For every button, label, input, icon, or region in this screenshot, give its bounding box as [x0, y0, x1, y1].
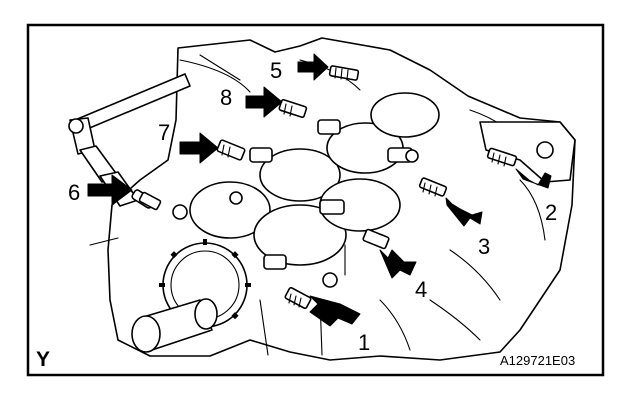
callout-7: 7	[158, 120, 170, 145]
engine-illustration	[68, 37, 576, 361]
arrow-6	[87, 174, 133, 206]
callout-2: 2	[545, 200, 557, 225]
arrow-5	[297, 53, 329, 81]
callout-4: 4	[415, 277, 427, 302]
callout-1: 1	[358, 330, 370, 355]
arrow-1	[309, 295, 361, 327]
arrow-8	[245, 86, 283, 118]
view-letter: Y	[36, 348, 50, 371]
callout-arrows	[87, 53, 552, 327]
arrow-4	[379, 249, 417, 279]
callout-3: 3	[478, 234, 490, 259]
figure-code: A129721E03	[500, 353, 575, 368]
arrow-2	[515, 168, 552, 189]
callout-5: 5	[270, 58, 282, 83]
arrow-7	[179, 132, 219, 164]
callout-6: 6	[68, 180, 80, 205]
callout-labels: 1 2 3 4 5 6 7 8	[68, 58, 557, 355]
callout-8: 8	[220, 85, 232, 110]
arrow-3	[445, 197, 483, 227]
figure-frame	[26, 23, 605, 377]
